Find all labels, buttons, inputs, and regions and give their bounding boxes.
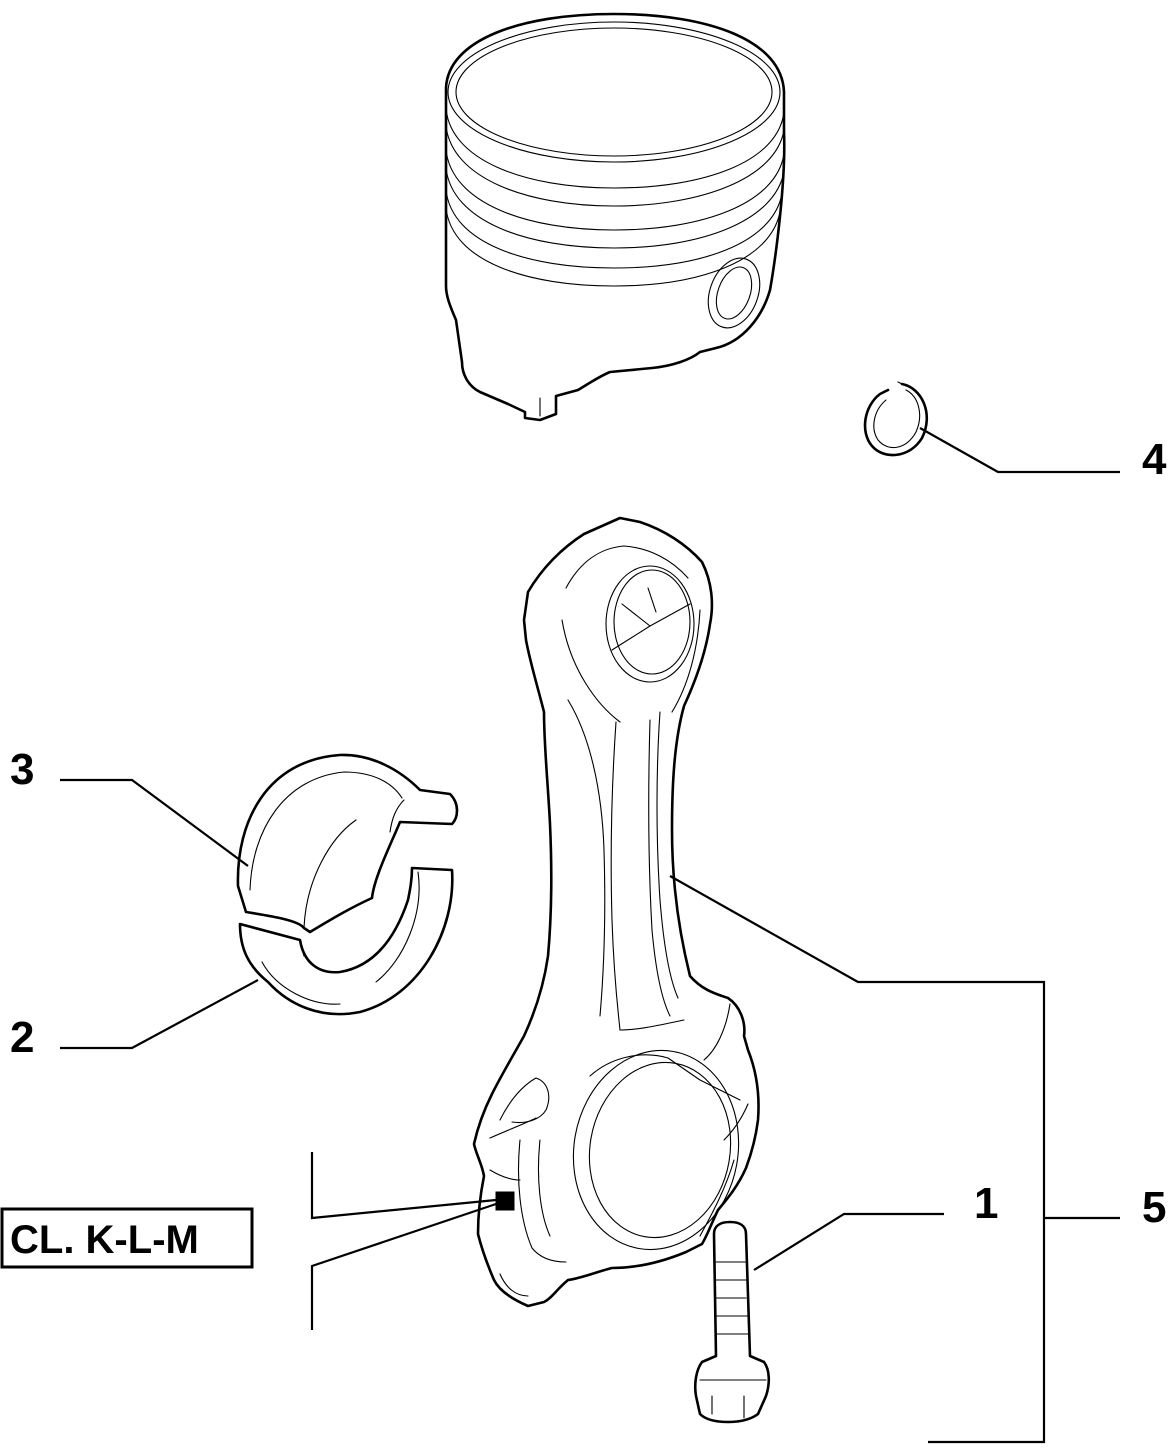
bolt-icon[interactable]: [693, 1220, 771, 1424]
callout-1: 1: [974, 1179, 998, 1228]
callout-4: 4: [1142, 435, 1167, 484]
upper-bearing-shell-icon[interactable]: [236, 753, 459, 934]
class-label-box: CL. K-L-M: [0, 1207, 254, 1269]
leader-class-bottom: [310, 1202, 497, 1330]
leader-1: [753, 1212, 944, 1271]
leader-lines: [60, 427, 1120, 1444]
piston-icon[interactable]: [444, 12, 786, 422]
lower-bearing-shell-icon[interactable]: [238, 866, 454, 1016]
snap-ring-icon[interactable]: [863, 381, 928, 457]
callout-3: 3: [10, 745, 34, 794]
leader-class-top: [310, 1152, 497, 1220]
connecting-rod-icon[interactable]: [472, 516, 760, 1308]
callout-2: 2: [10, 1013, 34, 1062]
leader-5-bracket: [669, 875, 1046, 1444]
class-label-text: CL. K-L-M: [10, 1218, 199, 1262]
class-label-frame: [0, 1207, 254, 1269]
leader-4: [919, 427, 1120, 474]
leader-3: [60, 778, 249, 867]
callout-5: 5: [1142, 1183, 1166, 1232]
leader-2: [60, 979, 259, 1050]
